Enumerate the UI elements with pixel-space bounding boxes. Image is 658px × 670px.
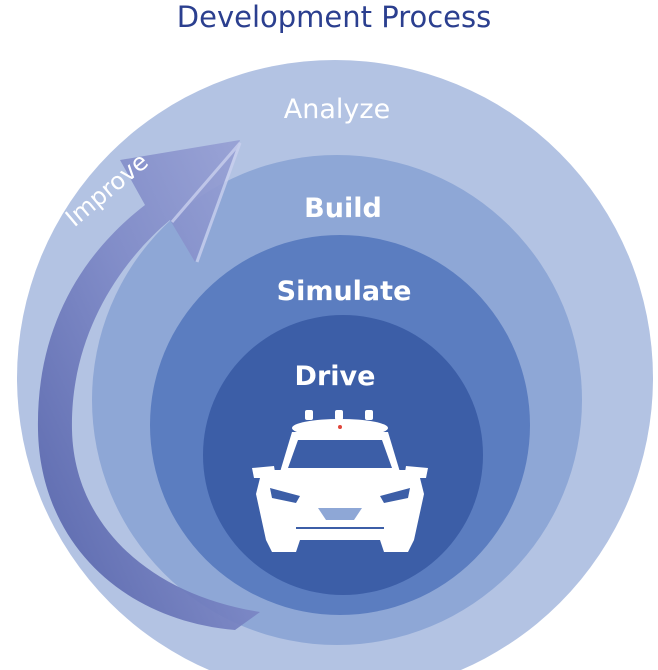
diagram-title: Development Process xyxy=(177,0,491,34)
ring-label-analyze: Analyze xyxy=(284,94,390,125)
ring-label-simulate: Simulate xyxy=(277,276,412,307)
autonomous-car-icon xyxy=(252,410,428,552)
ring-label-build: Build xyxy=(304,193,382,224)
ring-label-drive: Drive xyxy=(295,361,376,392)
curved-arrow-icon xyxy=(37,140,260,630)
